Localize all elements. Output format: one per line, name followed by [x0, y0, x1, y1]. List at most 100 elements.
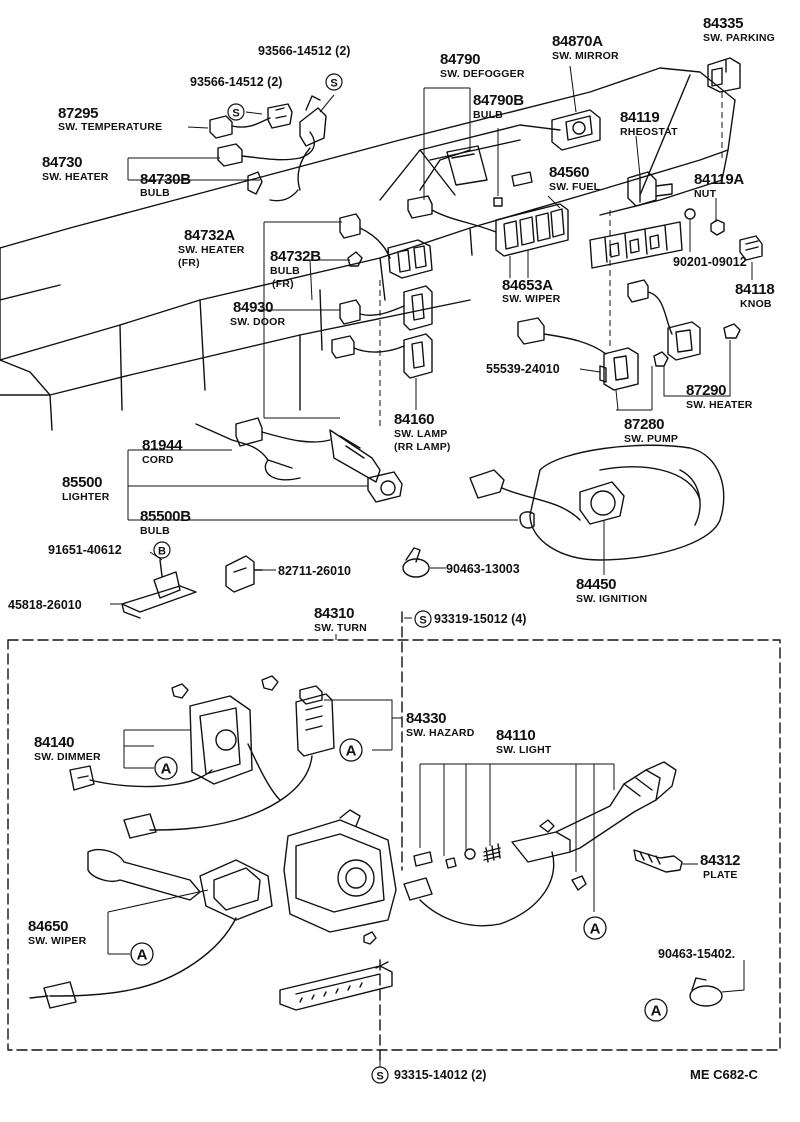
bracket-82711-part: [225, 555, 263, 593]
bracket-45818-part: [121, 559, 197, 619]
label-85500-num: 85500: [62, 474, 103, 491]
svg-text:A: A: [161, 761, 172, 778]
label-93315: 93315-14012 (2): [394, 1068, 487, 1082]
label-84650-desc: SW. WIPER: [28, 935, 87, 947]
label-84650-num: 84650: [28, 918, 69, 935]
label-85500b-num: 85500B: [140, 508, 191, 525]
wiper-switch-part: [29, 848, 273, 1009]
svg-text:B: B: [158, 546, 166, 558]
label-55539: 55539-24010: [486, 362, 560, 376]
svg-text:A: A: [590, 921, 601, 938]
label-90201: 90201-09012: [673, 255, 747, 269]
lighter-assembly-part: [195, 417, 535, 529]
svg-text:S: S: [330, 78, 337, 90]
svg-text:A: A: [346, 743, 357, 760]
label-87290-num: 87290: [686, 382, 727, 399]
bulb-84732b: [347, 251, 363, 267]
label-84140-num: 84140: [34, 734, 75, 751]
label-84119-desc: RHEOSTAT: [620, 126, 678, 138]
label-84730b-desc: BULB: [140, 187, 170, 199]
label-90463-13003: 90463-13003: [446, 562, 520, 576]
parking-switch-part: [707, 57, 741, 93]
label-84730-num: 84730: [42, 154, 83, 171]
reference-markers: S S B S S A A A: [130, 73, 668, 1084]
label-84160-desc2: (RR LAMP): [394, 441, 451, 453]
label-87290-desc: SW. HEATER: [686, 399, 753, 411]
dimmer-switch-part: [69, 683, 281, 801]
label-84110-num: 84110: [496, 727, 536, 744]
label-84930-num: 84930: [233, 299, 274, 316]
label-84160-num: 84160: [394, 411, 435, 428]
label-84653a-num: 84653A: [502, 277, 553, 294]
label-84119a-num: 84119A: [694, 171, 744, 188]
label-84730b-num: 84730B: [140, 171, 191, 188]
label-84310-desc: SW. TURN: [314, 622, 367, 634]
label-84310-num: 84310: [314, 605, 355, 622]
label-84790-num: 84790: [440, 51, 481, 68]
label-90463-15402: 90463-15402.: [658, 947, 736, 961]
label-87295-desc: SW. TEMPERATURE: [58, 121, 163, 133]
label-84312-num: 84312: [700, 852, 741, 869]
label-84870a-num: 84870A: [552, 33, 603, 50]
marker-s-93315: S: [371, 1066, 389, 1084]
label-84330-num: 84330: [406, 710, 447, 727]
label-84732a-num: 84732A: [184, 227, 235, 244]
label-84335-desc: SW. PARKING: [703, 32, 776, 44]
diagram-code: ME C682-C: [690, 1067, 758, 1082]
label-87295-num: 87295: [58, 105, 99, 122]
ignition-switch-part: [469, 444, 725, 561]
label-84930-desc: SW. DOOR: [230, 316, 286, 328]
label-93566-mid: 93566-14512 (2): [190, 75, 283, 89]
label-84450-num: 84450: [576, 576, 617, 593]
clamp-90463-13003-part: [402, 547, 430, 578]
bulb-84790b: [493, 197, 503, 207]
label-84790b-num: 84790B: [473, 92, 524, 109]
defogger-switch-part: [407, 149, 497, 233]
label-84118-num: 84118: [735, 281, 775, 298]
rheostat-part: [627, 171, 673, 207]
light-switch-small-parts: [445, 843, 501, 869]
svg-text:A: A: [137, 947, 148, 964]
label-84119-num: 84119: [620, 109, 660, 126]
label-81944-desc: CORD: [142, 454, 174, 466]
label-84119a-desc: NUT: [694, 188, 717, 200]
label-84732b-desc: BULB: [270, 265, 300, 277]
label-85500-desc: LIGHTER: [62, 491, 110, 503]
label-87280-desc: SW. PUMP: [624, 433, 679, 445]
light-switch-part: [403, 761, 677, 927]
label-84732a-desc: SW. HEATER: [178, 244, 245, 256]
marker-a-hazard: A: [339, 738, 363, 762]
label-84160-desc: SW. LAMP: [394, 428, 448, 440]
switch-cluster-part: [495, 171, 569, 257]
label-84450-desc: SW. IGNITION: [576, 593, 648, 605]
temperature-switch-part: [209, 103, 293, 139]
heater-fr-switch-part: [339, 213, 433, 279]
label-84330-desc: SW. HAZARD: [406, 727, 475, 739]
marker-b-91651: B: [153, 541, 171, 559]
svg-text:A: A: [651, 1003, 662, 1020]
label-84732b-num: 84732B: [270, 248, 321, 265]
label-93566-top: 93566-14512 (2): [258, 44, 351, 58]
leader-lines: [107, 65, 753, 1068]
knob-part: [739, 235, 763, 261]
label-84653a-desc: SW. WIPER: [502, 293, 561, 305]
heater-switch-part: [217, 131, 315, 195]
turn-switch-box: [7, 611, 781, 1061]
label-84560-desc: SW. FUEL: [549, 181, 601, 193]
door-switch-part: [331, 285, 433, 379]
combination-switch-housing: [283, 809, 397, 945]
plate-84312-part: [633, 849, 683, 873]
label-81944-num: 81944: [142, 437, 183, 454]
wiring-upper-left: [269, 95, 327, 202]
label-84790b-desc: BULB: [473, 109, 503, 121]
label-84732b-desc2: (FR): [272, 278, 294, 290]
svg-text:S: S: [419, 615, 426, 627]
marker-s-93319: S: [414, 610, 432, 628]
svg-text:S: S: [376, 1071, 383, 1083]
label-84335-num: 84335: [703, 15, 744, 32]
label-84118-desc: KNOB: [740, 298, 772, 310]
marker-s-93566-mid: S: [227, 103, 245, 121]
mirror-switch-part: [551, 109, 601, 151]
marker-a-clamp: A: [644, 998, 668, 1022]
